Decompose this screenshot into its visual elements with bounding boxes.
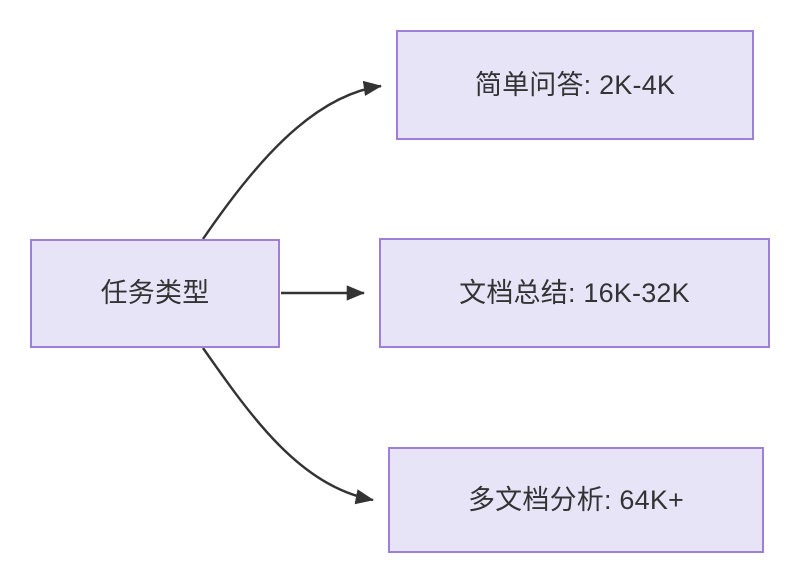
edge-source-to-simple [202, 80, 382, 240]
edge-source-to-multidoc [202, 347, 374, 505]
node-label: 文档总结: 16K-32K [459, 277, 690, 308]
node-document-summary[interactable]: 文档总结: 16K-32K [379, 238, 770, 348]
node-simple-qa[interactable]: 简单问答: 2K-4K [396, 30, 754, 140]
node-label: 任务类型 [100, 278, 210, 309]
node-label: 多文档分析: 64K+ [467, 484, 684, 515]
node-label: 简单问答: 2K-4K [474, 69, 676, 100]
node-task-type[interactable]: 任务类型 [30, 239, 280, 348]
node-multi-document-analysis[interactable]: 多文档分析: 64K+ [388, 447, 764, 553]
